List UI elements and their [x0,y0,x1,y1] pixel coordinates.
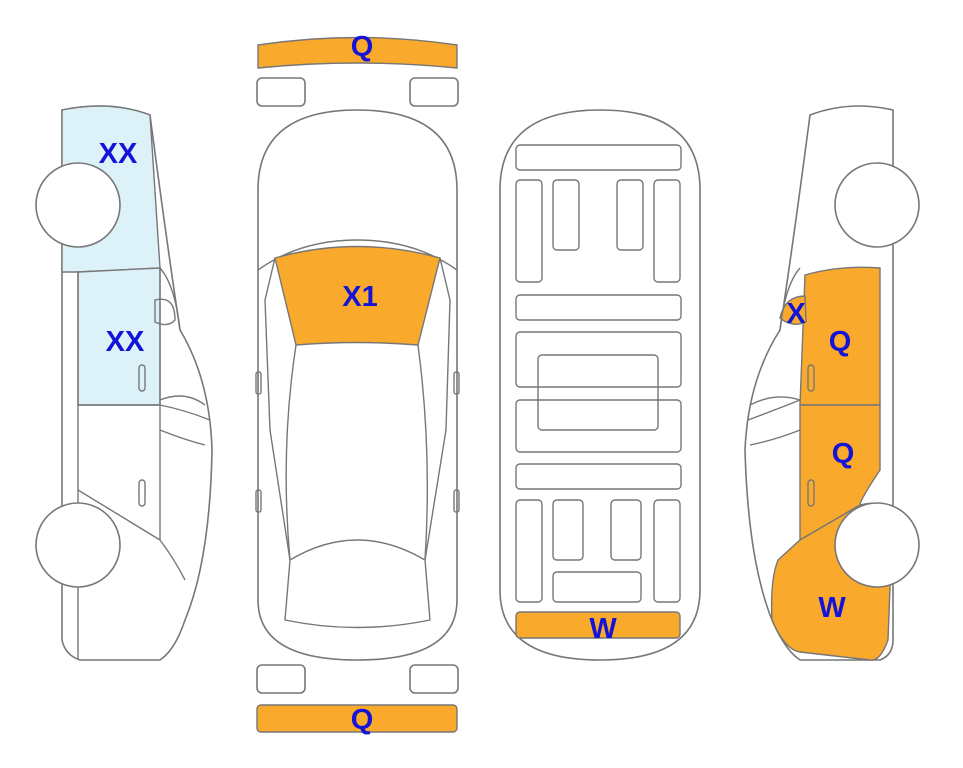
left-rear-quarter-label: XX [99,138,138,170]
underside-rear-label: W [589,613,617,645]
right-rear-wheel [834,502,920,588]
windshield-label: X1 [342,281,377,313]
front-bumper[interactable] [257,36,458,69]
right-rear-quarter-label: W [818,592,846,624]
right-front-door-label: Q [829,326,852,358]
left-rear-wheel [35,162,121,248]
right-front-door[interactable] [799,266,881,406]
right-front-wheel [834,162,920,248]
right-mirror[interactable] [779,295,807,325]
front-bumper-label: Q [351,31,374,63]
left-side-view: XX XX [35,105,213,661]
right-rear-door-label: Q [832,438,855,470]
left-front-wheel [35,502,121,588]
rear-bumper[interactable] [256,704,458,733]
right-side-view: X Q Q W [744,105,920,661]
right-mirror-label: X [786,298,806,330]
underside-view: W [499,109,701,661]
rear-bumper-label: Q [351,704,374,736]
underside-rear-panel[interactable] [515,611,681,639]
top-view: Q X1 Q [255,31,460,736]
left-rear-door-label: XX [106,326,145,358]
